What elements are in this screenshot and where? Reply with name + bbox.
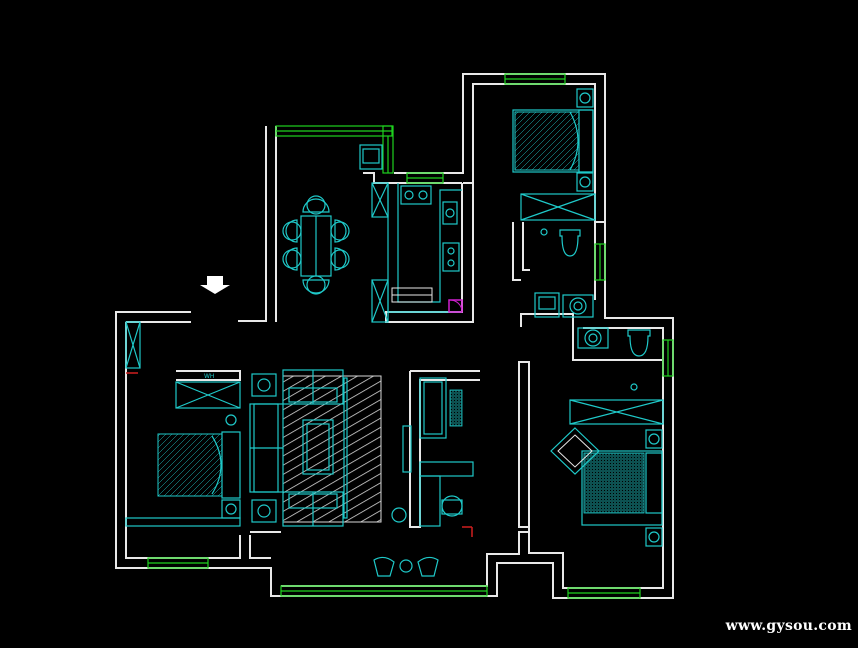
dining-table (282, 195, 350, 295)
ensuite-bath (534, 228, 594, 318)
shared-bath (577, 327, 651, 391)
living-room (249, 369, 382, 527)
washing-machine (359, 144, 383, 170)
windows (147, 73, 674, 599)
entrance-arrow-icon (200, 276, 230, 294)
door-markers (126, 372, 473, 537)
wardrobe-label: WH (204, 373, 214, 380)
watermark: www.gysou.com (725, 618, 852, 634)
lounge-chairs (373, 556, 439, 577)
second-bed (550, 399, 664, 547)
left-bedroom: WH (125, 321, 241, 527)
master-bed (512, 88, 594, 192)
kitchen (371, 182, 463, 323)
wardrobe-top (520, 193, 596, 221)
study (391, 377, 474, 527)
